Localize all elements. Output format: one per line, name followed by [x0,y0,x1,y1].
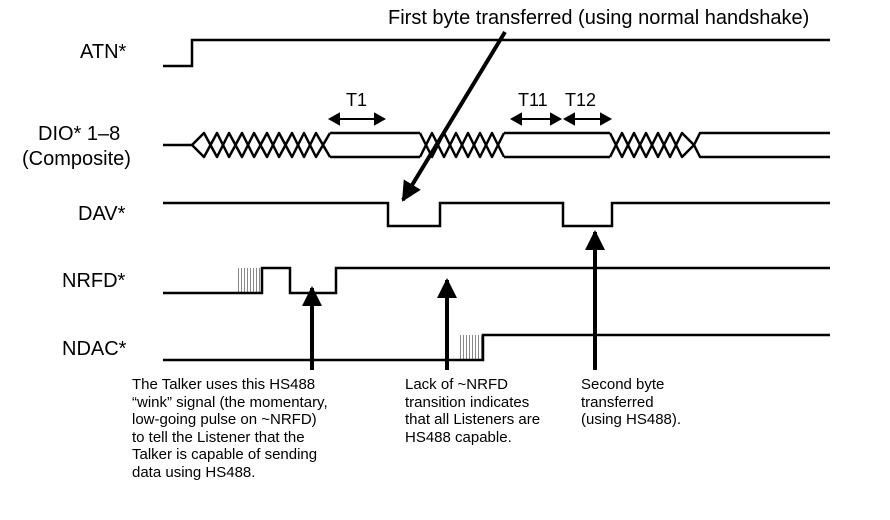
signal-label-dav: DAV* [78,203,126,225]
first-byte-arrow [401,30,507,202]
dav-waveform [163,201,830,228]
dio-waveform [163,131,830,159]
annotation-second-byte: Second byte transferred (using HS488). [581,376,682,428]
signal-label-nrfd: NRFD* [62,270,126,292]
nrfd-waveform [163,266,830,295]
signal-label-dio: DIO* 1–8 [38,123,120,145]
nrfd-hatch [238,268,262,293]
signal-label-ndac: NDAC* [62,338,127,360]
signal-label-dio-composite: (Composite) [22,148,131,170]
timing-label-t1: T1 [346,90,367,110]
timing-label-t12: T12 [565,90,596,110]
annotation-talker-wink: The Talker uses this HS488 “wink” signal… [132,376,328,481]
timing-label-t11: T11 [518,90,548,110]
timing-markers [327,112,613,126]
header-note: First byte transferred (using normal han… [388,7,809,29]
atn-waveform [163,38,830,68]
signal-label-atn: ATN* [80,41,127,63]
ndac-waveform [163,333,830,362]
annotation-lack-nrfd: Lack of ~NRFD transition indicates that … [405,376,541,446]
ndac-hatch [458,335,483,360]
